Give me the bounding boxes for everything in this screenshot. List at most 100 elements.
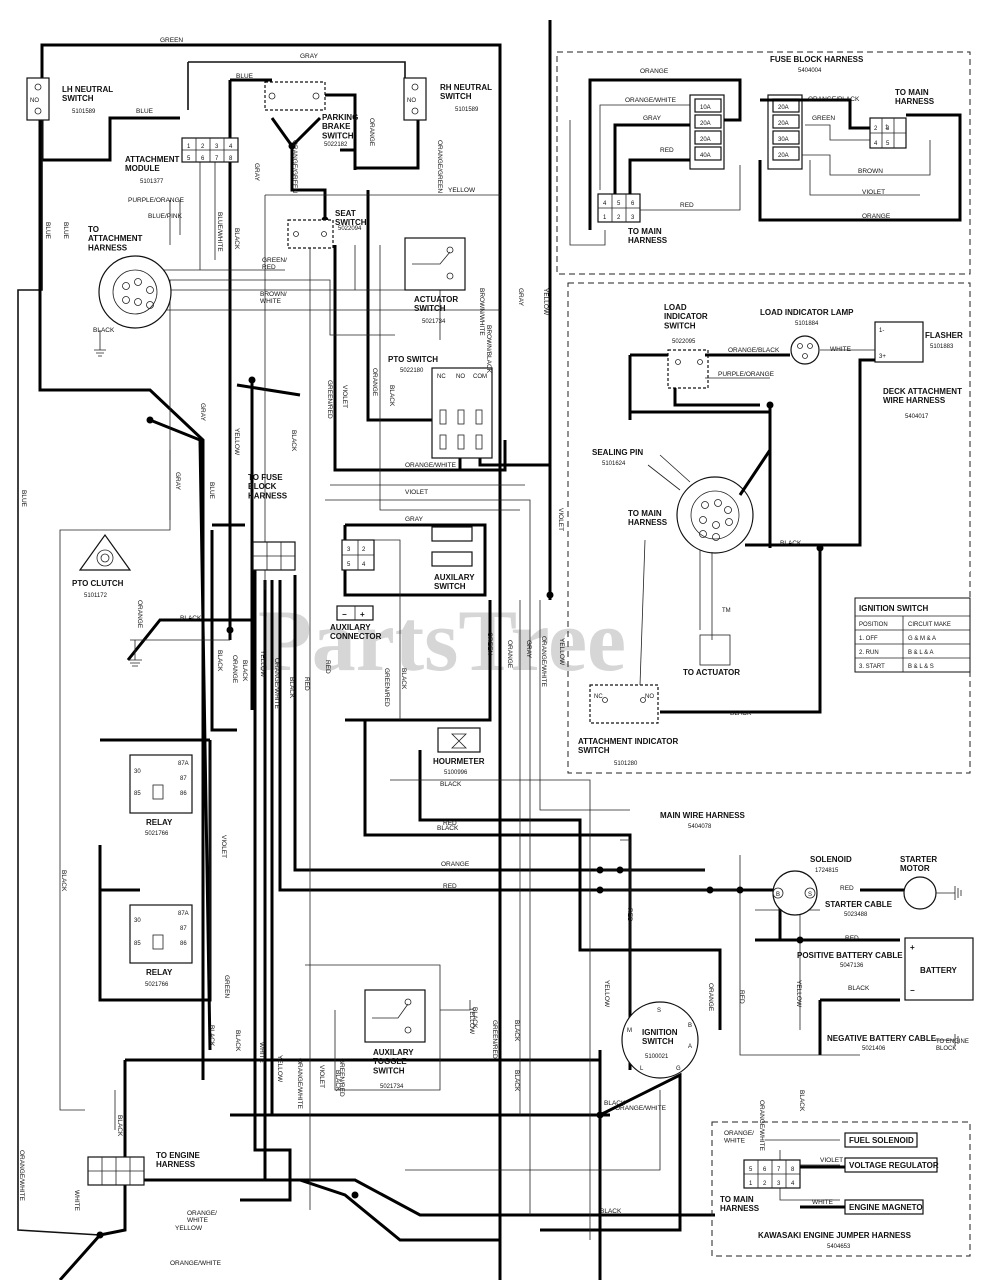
svg-text:2: 2 [201, 144, 205, 150]
svg-text:2: 2 [362, 547, 366, 553]
wire-label: BLACK [513, 1020, 520, 1042]
wire-label: RED [443, 820, 457, 827]
svg-text:NO: NO [407, 98, 416, 104]
svg-text:4: 4 [791, 1181, 795, 1187]
svg-text:S: S [808, 892, 812, 898]
svg-text:5101172: 5101172 [84, 593, 108, 599]
svg-text:2. RUN: 2. RUN [859, 650, 879, 656]
svg-text:−: − [910, 986, 915, 995]
svg-text:HOURMETER: HOURMETER [433, 757, 485, 766]
wire-label: BROWN/WHITE [260, 291, 287, 305]
svg-text:ENGINE MAGNETO: ENGINE MAGNETO [849, 1203, 923, 1212]
svg-text:G: G [676, 1066, 681, 1072]
svg-text:NC: NC [437, 374, 446, 380]
wire-label: YELLOW [603, 980, 610, 1008]
svg-text:5101589: 5101589 [72, 109, 96, 115]
wire-label: BROWN/BLACK [485, 325, 492, 374]
svg-text:30: 30 [134, 769, 141, 775]
svg-text:7: 7 [777, 1167, 781, 1173]
svg-text:5101377: 5101377 [140, 179, 164, 185]
svg-text:STARTER CABLE: STARTER CABLE [825, 900, 893, 909]
wire-label: GRAY [199, 403, 206, 422]
svg-text:LOAD INDICATOR LAMP: LOAD INDICATOR LAMP [760, 308, 854, 317]
svg-text:FUSE BLOCK HARNESS: FUSE BLOCK HARNESS [770, 55, 864, 64]
relay-1: 30 87A 87 85 86 RELAY 5021766 [129, 754, 193, 837]
svg-text:1: 1 [603, 215, 607, 221]
wire-label: WHITE [258, 1042, 265, 1064]
svg-text:B & L & A: B & L & A [908, 650, 933, 656]
wire-label: ORANGE/GREEN [436, 140, 443, 193]
svg-text:20A: 20A [700, 121, 711, 127]
trademark: TM [722, 608, 731, 614]
wire-label: BLACK [334, 1070, 341, 1092]
wire-label: VIOLET [220, 835, 227, 858]
wire-label: GRAY [253, 163, 260, 182]
svg-text:+: + [360, 610, 365, 619]
svg-text:PTO CLUTCH: PTO CLUTCH [72, 579, 124, 588]
wire-label: GRAY [174, 472, 181, 491]
ignition-switch-table: IGNITION SWITCH POSITION CIRCUIT MAKE 1.… [843, 570, 971, 673]
wire-label: BLACK [798, 1090, 805, 1112]
wire-label: YELLOW [558, 638, 565, 666]
wire-label: RED [626, 908, 633, 922]
wire-label: YELLOW [233, 428, 240, 456]
svg-text:5: 5 [347, 562, 351, 568]
svg-text:6: 6 [201, 156, 205, 162]
wire-label: BLACK [290, 430, 297, 452]
wire-label: ORANGE [368, 118, 375, 147]
wire-label: ORANGE/WHITE [296, 1058, 303, 1110]
wire-label: BLACK [600, 1208, 622, 1215]
svg-text:5100996: 5100996 [444, 770, 468, 776]
svg-text:5404017: 5404017 [905, 414, 929, 420]
svg-text:8: 8 [791, 1167, 795, 1173]
svg-text:BLACK: BLACK [730, 710, 752, 717]
negative-battery-cable-label: NEGATIVE BATTERY CABLE 5021406 TO ENGINE… [827, 1034, 969, 1052]
svg-text:BLACK: BLACK [780, 540, 802, 547]
svg-text:3: 3 [631, 215, 635, 221]
wire-label: GREEN/RED [326, 380, 333, 419]
svg-text:5047136: 5047136 [840, 963, 864, 969]
svg-text:5021766: 5021766 [145, 831, 169, 837]
wire-label: ORANGE/WHITE [405, 462, 457, 469]
wire-label: BLACK [180, 615, 202, 622]
svg-text:PURPLE/ORANGE: PURPLE/ORANGE [718, 371, 775, 378]
wire-label: ORANGE/WHITE [170, 1260, 222, 1267]
svg-text:4: 4 [229, 144, 233, 150]
svg-text:1724815: 1724815 [815, 868, 839, 874]
wire-label: BLACK [471, 1007, 478, 1029]
wire-label: YELLOW [276, 1055, 283, 1083]
wire-label: ORANGE [231, 655, 238, 684]
svg-text:1: 1 [885, 125, 889, 131]
wire-label: ORANGE/WHITE [187, 1210, 217, 1224]
svg-text:30: 30 [134, 918, 141, 924]
svg-text:5: 5 [749, 1167, 753, 1173]
svg-text:87: 87 [180, 926, 187, 932]
svg-text:BATTERY: BATTERY [920, 966, 958, 975]
wire-label: BLUE [44, 222, 51, 240]
svg-text:30A: 30A [778, 137, 789, 143]
wire-label: GRAY [525, 640, 532, 659]
main-wire-harness-label: MAIN WIRE HARNESS 5404078 [660, 811, 746, 830]
svg-text:ORANGE: ORANGE [640, 68, 669, 75]
svg-text:FUEL SOLENOID: FUEL SOLENOID [849, 1136, 914, 1145]
starter-cable-label: STARTER CABLE 5023488 [825, 900, 893, 918]
svg-text:40A: 40A [700, 153, 711, 159]
svg-text:5021734: 5021734 [380, 1084, 404, 1090]
svg-text:87A: 87A [178, 911, 189, 917]
wire-label: BLUE [208, 482, 215, 500]
svg-text:IGNITION SWITCH: IGNITION SWITCH [859, 604, 929, 613]
wire-label: ORANGE [707, 983, 714, 1012]
wire-label: VIOLET [405, 489, 428, 496]
svg-text:RELAY: RELAY [146, 818, 173, 827]
wire-label: BLACK [233, 228, 240, 250]
svg-text:5: 5 [886, 141, 890, 147]
